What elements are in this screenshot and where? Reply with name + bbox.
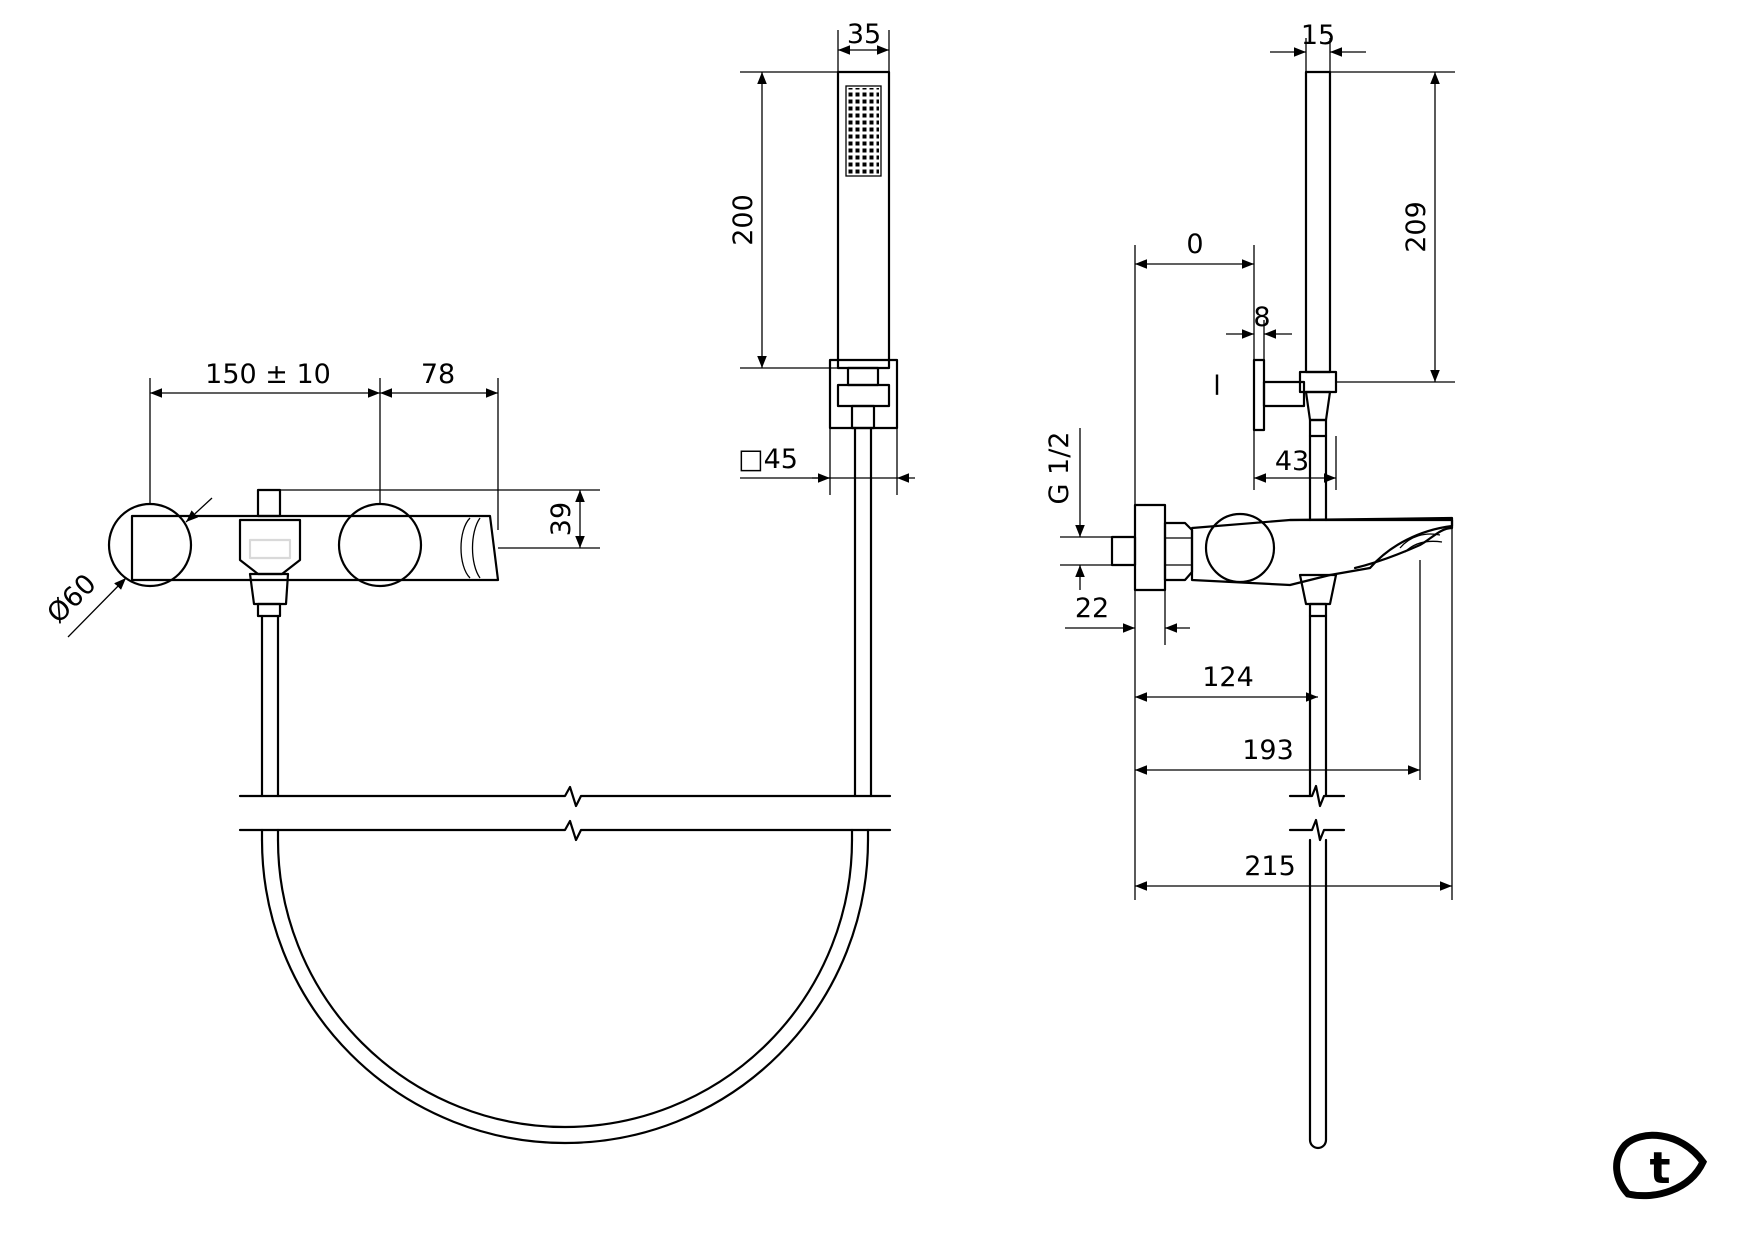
dim-riser-height: 209	[1401, 201, 1432, 253]
riser-pipe	[1304, 70, 1332, 374]
dim-thread: G 1/2	[1044, 432, 1075, 505]
spray-nozzles	[848, 88, 879, 174]
wall-connector	[1110, 535, 1137, 567]
logo-letter: t	[1649, 1143, 1670, 1194]
dim-holder-thickness: 8	[1253, 302, 1270, 333]
wall-rosette	[1133, 503, 1167, 592]
dim-spout-projection: 78	[421, 359, 455, 390]
dim-head-width: 35	[847, 19, 881, 50]
dim-height: 39	[546, 502, 577, 536]
dim-riser-diameter: 15	[1301, 20, 1335, 51]
dim-offset-zero: 0	[1186, 229, 1203, 260]
side-view: 15 209 0 8 l 43 G 1/2 22	[1044, 20, 1455, 1150]
dim-rosette-diameter: Ø60	[41, 568, 102, 629]
break-line-bottom	[238, 819, 892, 842]
holder-arm	[1262, 380, 1306, 408]
control-knob	[1204, 512, 1276, 584]
dim-connector: 22	[1075, 593, 1109, 624]
brand-logo: t	[1613, 1131, 1708, 1200]
diverter-knob	[256, 488, 282, 518]
dim-spacing: 150 ± 10	[205, 359, 331, 390]
dim-holder-depth: 43	[1275, 446, 1309, 477]
dim-total-projection: 215	[1244, 851, 1296, 882]
front-view: 150 ± 10 78 39 Ø60	[41, 359, 600, 798]
label-holder: l	[1213, 371, 1221, 402]
wall-holder	[828, 358, 899, 430]
dim-outlet-distance: 124	[1202, 662, 1254, 693]
holder-plate	[1252, 358, 1266, 432]
dim-holder-square: □45	[738, 444, 798, 475]
break-line-top	[238, 785, 892, 808]
hand-shower-view: 35 200 □45	[728, 19, 915, 798]
dim-head-length: 200	[728, 194, 759, 246]
hose-loop	[238, 785, 892, 1145]
mixer-body	[130, 514, 500, 582]
hose-outlet	[248, 572, 290, 606]
dim-body-length: 193	[1242, 735, 1294, 766]
logo-icon	[1613, 1131, 1708, 1200]
side-hose-outlet	[1298, 573, 1338, 606]
